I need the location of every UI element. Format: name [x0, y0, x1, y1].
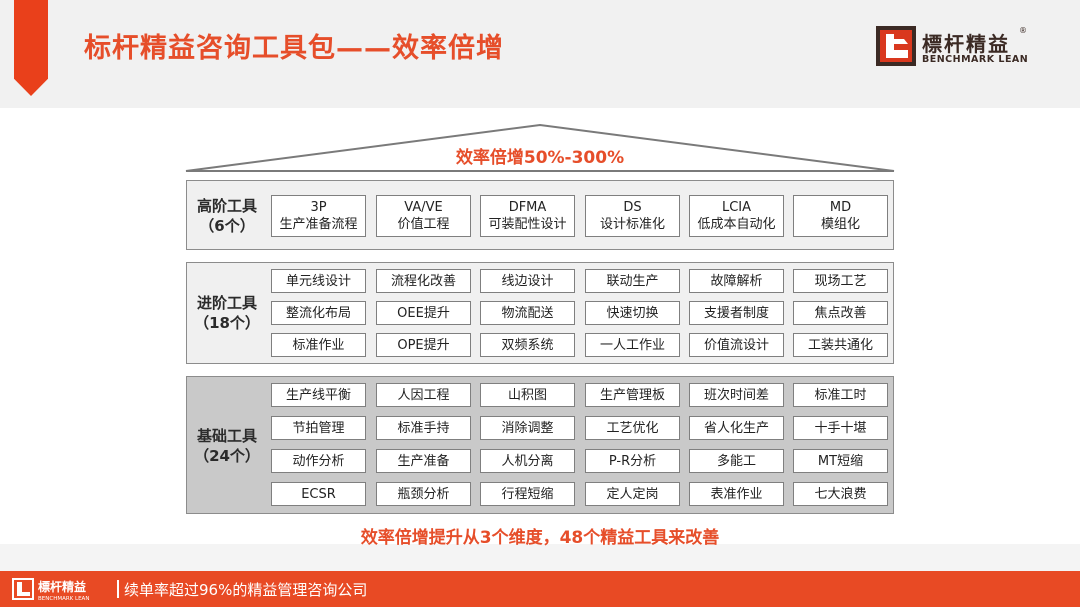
tool-cell: 现场工艺: [793, 269, 888, 293]
tool-cell: 物流配送: [480, 301, 575, 325]
tier-intermediate: 进阶工具 （18个） 单元线设计流程化改善线边设计联动生产故障解析现场工艺整流化…: [186, 262, 894, 364]
tool-cell: 故障解析: [689, 269, 784, 293]
tool-cell: 价值流设计: [689, 333, 784, 357]
tool-cell: 节拍管理: [271, 416, 366, 440]
brand-logo-en: BENCHMARK LEAN: [922, 54, 1029, 65]
summary-text: 效率倍增提升从3个维度，48个精益工具来改善: [360, 528, 720, 548]
footer-bar: 標杆精益 BENCHMARK LEAN 续单率超过96%的精益管理咨询公司: [0, 571, 1080, 607]
tool-code: MD: [829, 200, 852, 215]
tool-card-va-ve: VA/VE 价值工程: [376, 195, 471, 237]
brand-logo-icon: [876, 26, 916, 66]
tier-label: 进阶工具 （18个）: [187, 293, 267, 333]
tool-cell: 工装共通化: [793, 333, 888, 357]
tool-cell: 焦点改善: [793, 301, 888, 325]
tool-name: 可装配性设计: [488, 217, 567, 232]
page-title: 标杆精益咨询工具包——效率倍增: [84, 33, 504, 64]
tool-cell: 人机分离: [480, 449, 575, 473]
roof-outline: [185, 123, 895, 172]
tool-cell: 生产线平衡: [271, 383, 366, 407]
tool-cell: 表准作业: [689, 482, 784, 506]
tool-cell: 联动生产: [585, 269, 680, 293]
tool-name: 设计标准化: [599, 217, 665, 232]
tool-card-dfma: DFMA 可装配性设计: [480, 195, 575, 237]
tool-cell: OEE提升: [376, 301, 471, 325]
roof-headline: 效率倍增50%-300%: [455, 148, 625, 168]
footer-divider: [117, 580, 119, 598]
tool-cell: MT短缩: [793, 449, 888, 473]
tier-label-count: （6个）: [199, 217, 255, 235]
tier-label-title: 基础工具: [196, 427, 257, 445]
tool-cell: 一人工作业: [585, 333, 680, 357]
tool-cell: 七大浪费: [793, 482, 888, 506]
tool-cell: 瓶颈分析: [376, 482, 471, 506]
ribbon-bookmark-icon: [14, 0, 48, 96]
tool-cell: 省人化生产: [689, 416, 784, 440]
tool-cell: 支援者制度: [689, 301, 784, 325]
tool-cell: 动作分析: [271, 449, 366, 473]
brand-logo-cn: 標杆精益: [922, 32, 1010, 56]
tool-cell: OPE提升: [376, 333, 471, 357]
tool-name: 价值工程: [397, 217, 450, 232]
tool-cell: 标准作业: [271, 333, 366, 357]
footer-logo-icon: 標杆精益 BENCHMARK LEAN: [12, 578, 89, 602]
registered-mark: ®: [1019, 26, 1027, 35]
tool-cell: 线边设计: [480, 269, 575, 293]
tool-cell: 班次时间差: [689, 383, 784, 407]
tier-label: 基础工具 （24个）: [187, 426, 267, 466]
tool-cell: 定人定岗: [585, 482, 680, 506]
tool-cell: 工艺优化: [585, 416, 680, 440]
tool-cell: 生产准备: [376, 449, 471, 473]
tool-card-ds: DS 设计标准化: [585, 195, 680, 237]
tool-cell: ECSR: [271, 482, 366, 506]
tier-label-count: （18个）: [194, 314, 260, 332]
tool-cell: P-R分析: [585, 449, 680, 473]
tier-label-title: 进阶工具: [196, 294, 257, 312]
tool-cell: 消除调整: [480, 416, 575, 440]
tool-cell: 流程化改善: [376, 269, 471, 293]
tool-cell: 行程短缩: [480, 482, 575, 506]
tool-name: 模组化: [820, 217, 860, 232]
tool-code: DS: [623, 200, 642, 215]
tool-cell: 快速切换: [585, 301, 680, 325]
footer-gap: [0, 544, 1080, 571]
tier-label-count: （24个）: [194, 447, 260, 465]
tier-basic: 基础工具 （24个） 生产线平衡人因工程山积图生产管理板班次时间差标准工时节拍管…: [186, 376, 894, 514]
tool-code: VA/VE: [404, 200, 443, 215]
tool-code: LCIA: [721, 200, 752, 215]
tool-cell: 标准手持: [376, 416, 471, 440]
tool-card-md: MD 模组化: [793, 195, 888, 237]
svg-text:BENCHMARK LEAN: BENCHMARK LEAN: [38, 596, 89, 602]
tool-cell: 单元线设计: [271, 269, 366, 293]
tier-label-title: 高阶工具: [196, 197, 257, 215]
tool-cell: 山积图: [480, 383, 575, 407]
tool-name: 低成本自动化: [697, 217, 776, 232]
tool-code: 3P: [310, 200, 327, 215]
tool-cell: 十手十堪: [793, 416, 888, 440]
tool-cell: 多能工: [689, 449, 784, 473]
tool-cell: 人因工程: [376, 383, 471, 407]
tool-cell: 生产管理板: [585, 383, 680, 407]
tier-advanced: 高阶工具 （6个） 3P 生产准备流程 VA/VE 价值工程 DFMA 可装配性设计 DS 设…: [186, 180, 894, 250]
tool-cell: 双频系统: [480, 333, 575, 357]
svg-text:標杆精益: 標杆精益: [38, 579, 86, 594]
brand-logo: 標杆精益 ® BENCHMARK LEAN: [876, 26, 1052, 70]
tier-label: 高阶工具 （6个）: [187, 196, 267, 236]
tool-cell: 标准工时: [793, 383, 888, 407]
tool-card-lcia: LCIA 低成本自动化: [689, 195, 784, 237]
tool-code: DFMA: [508, 200, 547, 215]
tool-name: 生产准备流程: [279, 217, 358, 232]
footer-tagline: 续单率超过96%的精益管理咨询公司: [124, 581, 368, 599]
tool-cell: 整流化布局: [271, 301, 366, 325]
tool-card-3p: 3P 生产准备流程: [271, 195, 366, 237]
